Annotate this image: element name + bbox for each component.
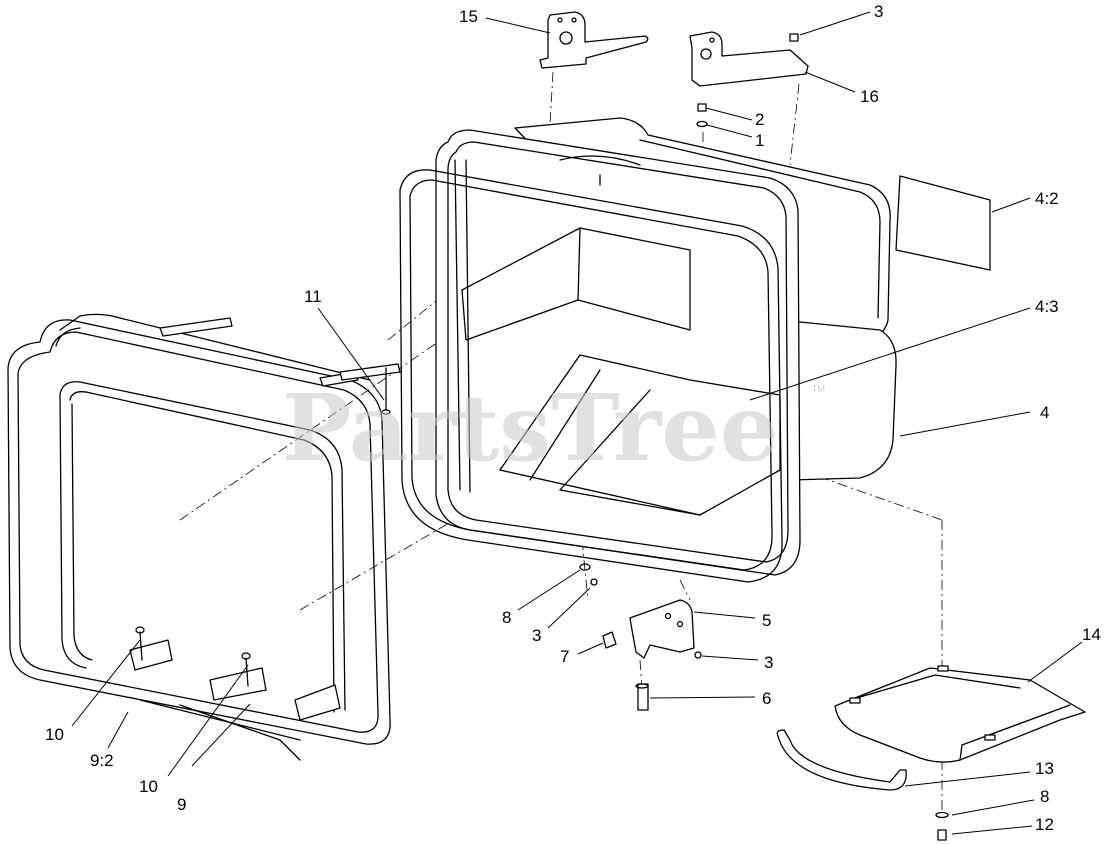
watermark-text: PartsTree: [282, 374, 778, 482]
callout-12: 12: [1035, 815, 1054, 834]
callout-14: 14: [1082, 625, 1101, 644]
callout-10-left: 10: [45, 725, 64, 744]
tank-body: [435, 117, 897, 576]
watermark: PartsTree TM: [282, 374, 825, 482]
watermark-trademark: TM: [812, 384, 825, 394]
hardware: [135, 33, 949, 841]
callout-8-low: 8: [1040, 787, 1049, 806]
callout-11: 11: [304, 287, 322, 306]
tank-frame-rail: [399, 159, 783, 583]
callout-6: 6: [762, 689, 771, 708]
callout-4-2: 4:2: [1035, 189, 1059, 208]
tube-frame: [7, 313, 401, 761]
callout-15: 15: [459, 7, 478, 26]
callout-1: 1: [755, 131, 764, 150]
strap-13: [776, 729, 907, 791]
callout-9-2: 9:2: [90, 751, 114, 770]
callout-3-mid: 3: [532, 626, 541, 645]
callout-9: 9: [177, 795, 186, 814]
callout-10-mid: 10: [139, 777, 158, 796]
callout-8-mid: 8: [502, 608, 511, 627]
callout-labels: 15 3 16 2 1 4:2 11 4:3 4 5 8 3 7 3 6 14 …: [45, 2, 1101, 834]
callout-16: 16: [860, 87, 879, 106]
bracket-15: [539, 11, 649, 69]
callout-7: 7: [560, 647, 569, 666]
callout-3-top: 3: [874, 2, 883, 21]
decal-4-2: [895, 175, 991, 271]
callout-13: 13: [1035, 759, 1054, 778]
leader-lines: [71, 11, 1083, 835]
callout-4: 4: [1040, 403, 1049, 422]
callout-5: 5: [762, 611, 771, 630]
bracket-5: [629, 599, 695, 659]
callout-2: 2: [755, 110, 764, 129]
callout-4-3: 4:3: [1035, 297, 1059, 316]
callout-3-low: 3: [764, 653, 773, 672]
skid-plate-14: [834, 665, 1086, 763]
bracket-16: [689, 31, 809, 87]
